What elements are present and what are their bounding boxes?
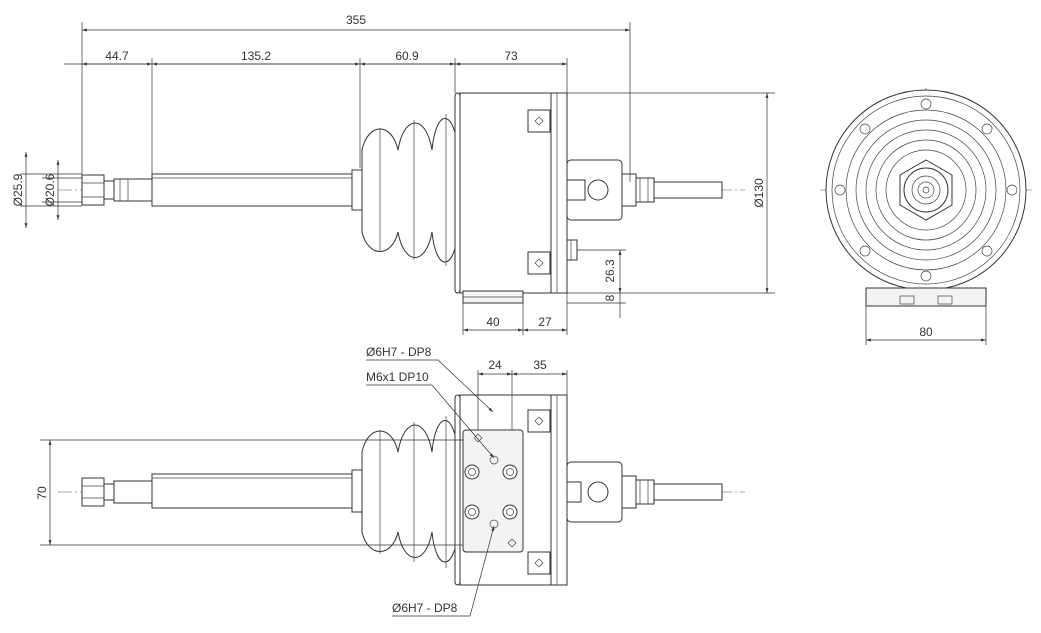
dim-dia-inner: Ø20.6 [43,173,57,206]
dim-height-26: 26.3 [603,259,617,283]
dim-dia-body: Ø130 [752,178,766,208]
dim-seg-3: 60.9 [395,49,419,63]
dim-base-40: 40 [486,315,500,329]
callout-hole-lower: Ø6H7 - DP8 [392,601,458,615]
top-view [58,394,745,586]
dim-top-35: 35 [533,358,547,372]
dim-width-80: 80 [919,325,933,339]
dim-seg-2: 135.2 [241,49,271,63]
dim-base-27: 27 [538,315,552,329]
dim-seg-1: 44.7 [105,49,129,63]
side-view [58,92,745,304]
end-view: 80 [820,88,1035,345]
callout-thread: M6x1 DP10 [366,370,429,384]
dim-dia-outer: Ø25.9 [11,173,25,206]
dim-seg-4: 73 [504,49,518,63]
side-view-dimensions: 355 44.7 135.2 60.9 73 Ø25.9 Ø20.6 Ø130 … [11,13,775,335]
dim-height-70: 70 [35,486,49,500]
dim-overall-length: 355 [346,13,366,27]
dim-height-8: 8 [603,294,617,301]
top-view-dimensions: 70 24 35 Ø6H7 - DP8 M6x1 DP10 Ø6H7 - DP8 [35,345,568,617]
callout-hole-upper: Ø6H7 - DP8 [366,345,432,359]
dim-top-24: 24 [488,358,502,372]
